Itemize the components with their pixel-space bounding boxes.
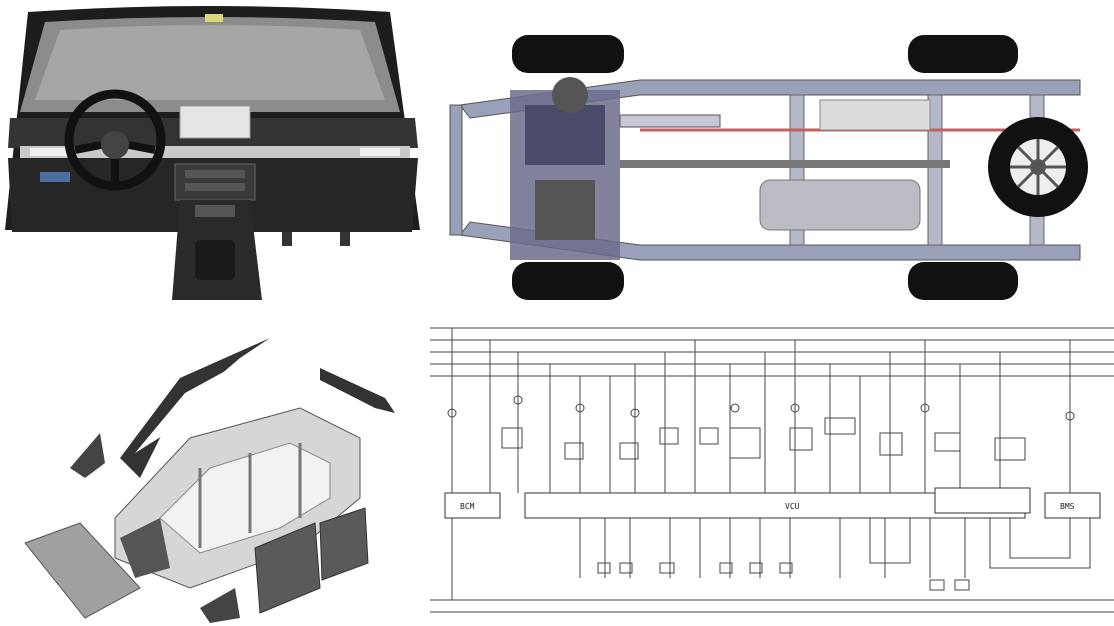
wiring-panel: BCM VCU BMS [430, 318, 1114, 626]
dashboard-cockpit-icon [5, 6, 420, 300]
wiring-schematic-icon: BCM VCU BMS [430, 327, 1114, 613]
left-module-label: BCM [460, 502, 475, 511]
center-module-label: VCU [785, 502, 800, 511]
dashboard-panel [0, 0, 425, 312]
right-module-label: BMS [1060, 502, 1075, 511]
exploded-body-icon [24, 338, 395, 623]
chassis-panel [440, 20, 1114, 312]
body-panel [0, 318, 425, 626]
chassis-frame-icon [449, 35, 1088, 300]
